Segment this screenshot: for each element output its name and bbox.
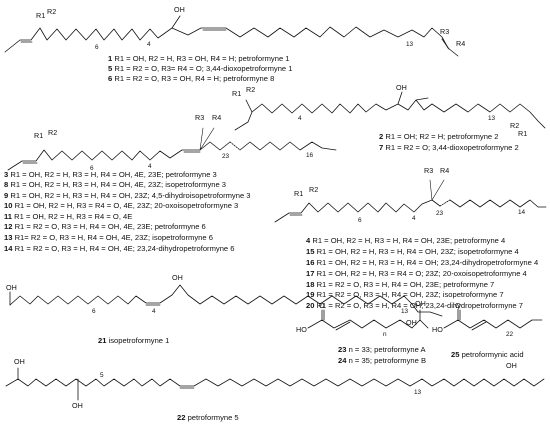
s3-c23: 23 bbox=[222, 153, 230, 160]
captions-25: 25 petroformynic acid bbox=[451, 350, 524, 359]
structure-25: O HO 22 bbox=[432, 301, 543, 338]
s3-r3: R3 bbox=[195, 113, 204, 122]
caption: 9 R1 = OH, R2 = H, R3 = H, R4 = OH, 23Z;… bbox=[4, 191, 251, 200]
caption: 22 petroformyne 5 bbox=[177, 413, 239, 422]
s21-c13: 13 bbox=[401, 308, 409, 315]
captions-21: 21 isopetroformyne 1 bbox=[98, 336, 169, 345]
caption: 8 R1 = OH, R2 = H, R3 = H, R4 = OH, 4E, … bbox=[4, 180, 226, 189]
s3-r1: R1 bbox=[34, 131, 43, 140]
s1-r4: R4 bbox=[456, 39, 465, 48]
s22-oh-bottom: OH bbox=[72, 401, 83, 410]
caption: 24 n = 35; petroformyne B bbox=[338, 356, 426, 365]
captions-1: 1 R1 = OH, R2 = H, R3 = OH, R4 = H; petr… bbox=[108, 54, 292, 83]
s25-o: O bbox=[455, 301, 461, 310]
structure-4: R1 R2 R3 R4 6 4 23 14 bbox=[274, 166, 547, 224]
caption: 16 R1 = OH, R2 = H, R3 = H, R4 = OH; 23,… bbox=[306, 258, 538, 267]
captions-22: 22 petroformyne 5 bbox=[177, 413, 239, 422]
s4-r4: R4 bbox=[440, 166, 449, 175]
s2-c13: 13 bbox=[488, 115, 496, 122]
s4-c23: 23 bbox=[436, 210, 444, 217]
caption: 20 R1 = R2 = O, R3 = H, R4 = OH; 23,24-d… bbox=[306, 301, 523, 310]
caption: 1 R1 = OH, R2 = H, R3 = OH, R4 = H; petr… bbox=[108, 54, 290, 63]
s4-c6: 6 bbox=[358, 217, 362, 224]
captions-23: 23 n = 33; petroformyne A 24 n = 35; pet… bbox=[338, 345, 427, 365]
s3-c16: 16 bbox=[306, 152, 314, 159]
s4-c4: 4 bbox=[412, 215, 416, 222]
s21-c6: 6 bbox=[92, 308, 96, 315]
s1-c4: 4 bbox=[147, 41, 151, 48]
caption: 6 R1 = R2 = O, R3 = OH, R4 = H; petrofor… bbox=[108, 74, 274, 83]
s1-r3: R3 bbox=[440, 27, 449, 36]
caption: 2 R1 = OH; R2 = H; petroformyne 2 bbox=[379, 132, 498, 141]
s23-o: O bbox=[319, 301, 325, 310]
s21-oh-right: OH bbox=[406, 318, 417, 327]
s23-n: n bbox=[383, 331, 387, 338]
caption: 10 R1 = OH, R2 = H, R3 = R4 = O, 4E, 23Z… bbox=[4, 201, 238, 210]
s21-oh-left: OH bbox=[6, 283, 17, 292]
s1-r1: R1 bbox=[36, 11, 45, 20]
caption: 19 R1 = R2 = O, R3 = H, R4 = OH, 23Z; is… bbox=[306, 290, 504, 299]
caption: 12 R1 = R2 = O, R3 = H, R4 = OH, 4E, 23E… bbox=[4, 222, 206, 231]
caption: 5 R1 = R2 = O, R3= R4 = O; 3,44-dioxopet… bbox=[108, 64, 292, 73]
s2-r1-right: R1 bbox=[518, 129, 527, 138]
structure-3: R1 R2 R3 R4 6 4 23 16 bbox=[7, 113, 337, 172]
s3-r2: R2 bbox=[48, 128, 57, 137]
s2-oh: OH bbox=[396, 83, 407, 92]
s1-c6: 6 bbox=[95, 44, 99, 51]
caption: 11 R1 = OH, R2 = H, R3 = R4 = O, 4E bbox=[4, 212, 132, 221]
caption: 13 R1= R2 = O, R3 = H, R4 = OH, 4E, 23Z;… bbox=[4, 233, 213, 242]
s4-r2: R2 bbox=[309, 185, 318, 194]
captions-2: 2 R1 = OH; R2 = H; petroformyne 2 7 R1 =… bbox=[379, 132, 519, 152]
caption: 7 R1 = R2 = O; 3,44-dioxopetroformyne 2 bbox=[379, 143, 519, 152]
structure-23: O HO n OH bbox=[296, 299, 429, 338]
s1-c13: 13 bbox=[406, 41, 414, 48]
caption: 23 n = 33; petroformyne A bbox=[338, 345, 427, 354]
s25-c22: 22 bbox=[506, 331, 514, 338]
s4-r3: R3 bbox=[424, 166, 433, 175]
caption: 3 R1 = OH, R2 = H, R3 = H, R4 = OH, 4E, … bbox=[4, 170, 217, 179]
structure-2: R1 R2 OH 4 13 R2 R1 bbox=[232, 83, 546, 138]
s2-r2: R2 bbox=[246, 85, 255, 94]
s25-ho: HO bbox=[432, 325, 443, 334]
s1-oh: OH bbox=[174, 5, 185, 14]
s22-c13: 13 bbox=[414, 389, 422, 396]
s3-c6: 6 bbox=[90, 165, 94, 172]
caption: 15 R1 = OH, R2 = H, R3 = H, R4 = OH, 23Z… bbox=[306, 247, 519, 256]
captions-4: 4 R1 = OH, R2 = H, R3 = H, R4 = OH, 23E;… bbox=[306, 236, 538, 310]
s3-r4: R4 bbox=[212, 113, 221, 122]
caption: 21 isopetroformyne 1 bbox=[98, 336, 169, 345]
caption: 25 petroformynic acid bbox=[451, 350, 524, 359]
s2-r2-right: R2 bbox=[510, 121, 519, 130]
s22-oh-left: OH bbox=[14, 357, 25, 366]
s2-r1: R1 bbox=[232, 89, 241, 98]
captions-3: 3 R1 = OH, R2 = H, R3 = H, R4 = OH, 4E, … bbox=[4, 170, 251, 253]
structure-1: R1 R2 OH 6 4 13 R3 R4 bbox=[4, 5, 465, 57]
s22-c5: 5 bbox=[100, 372, 104, 379]
caption: 17 R1 = OH, R2 = H, R3 = R4 = O; 23Z; 20… bbox=[306, 269, 527, 278]
caption: 14 R1 = R2 = O, R3 = H, R4 = OH, 4E; 23,… bbox=[4, 244, 234, 253]
s2-c4: 4 bbox=[298, 115, 302, 122]
s4-c14: 14 bbox=[518, 209, 526, 216]
s21-c4: 4 bbox=[152, 308, 156, 315]
structure-21: OH OH 6 4 13 OH bbox=[6, 273, 443, 327]
s3-c4: 4 bbox=[148, 163, 152, 170]
s23-oh: OH bbox=[415, 299, 426, 308]
s4-r1: R1 bbox=[294, 189, 303, 198]
s22-oh-right: OH bbox=[506, 361, 517, 370]
s23-ho: HO bbox=[296, 325, 307, 334]
s21-oh-top: OH bbox=[172, 273, 183, 282]
structure-22: OH 5 OH 13 OH bbox=[5, 357, 545, 410]
caption: 4 R1 = OH, R2 = H, R3 = H, R4 = OH, 23E;… bbox=[306, 236, 505, 245]
s1-r2: R2 bbox=[47, 7, 56, 16]
caption: 18 R1 = R2 = O, R3 = H, R4 = OH, 23E; pe… bbox=[306, 280, 494, 289]
